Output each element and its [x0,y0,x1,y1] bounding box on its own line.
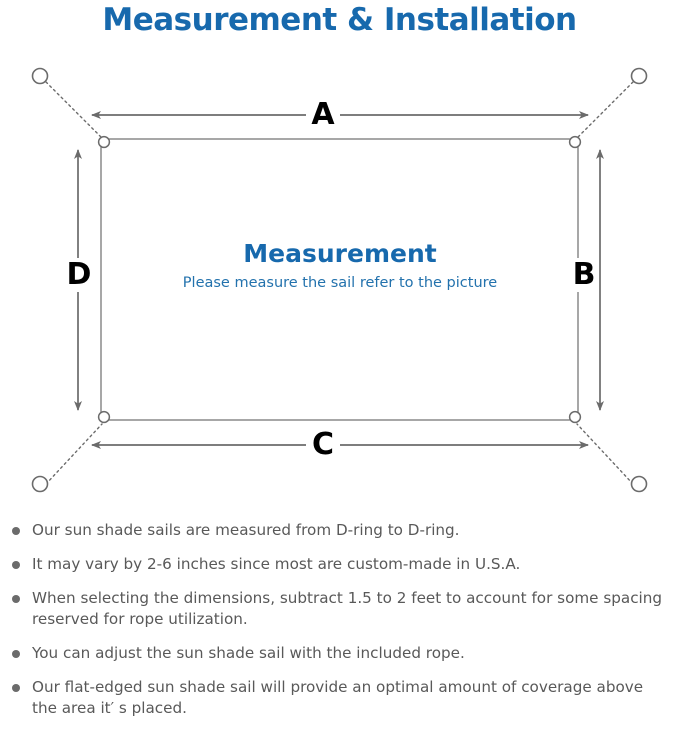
anchor-ropes [45,81,634,485]
note-text: It may vary by 2-6 inches since most are… [32,555,521,573]
bullet-icon [12,684,20,692]
anchor-circles [31,67,648,493]
d-ring-top-left [97,135,111,149]
rope-bottom-left [45,423,103,485]
d-rings [97,135,582,424]
bullet-icon [12,527,20,535]
diagram-svg [31,67,648,493]
dimension-label-b: B [570,258,598,292]
list-item: You can adjust the sun shade sail with t… [4,643,665,664]
list-item: It may vary by 2-6 inches since most are… [4,554,665,575]
dimension-label-d: D [62,258,96,292]
rope-top-left [45,81,103,139]
bullet-icon [12,561,20,569]
dimension-arrows [74,111,604,449]
rope-bottom-right [576,423,634,485]
dimension-label-c: C [306,428,340,462]
list-item: Our sun shade sails are measured from D-… [4,520,665,541]
sail-rectangle [100,138,579,421]
d-ring-top-right [568,135,582,149]
note-text: When selecting the dimensions, subtract … [32,589,663,628]
anchor-circle-top-right [630,67,648,85]
note-text: Our sun shade sails are measured from D-… [32,521,460,539]
sail-measurement-diagram: Measurement Please measure the sail refe… [0,46,679,516]
rope-top-right [576,81,634,139]
anchor-circle-bottom-left [31,475,49,493]
note-text: Our flat-edged sun shade sail will provi… [32,678,644,717]
bullet-icon [12,650,20,658]
note-text: You can adjust the sun shade sail with t… [32,644,465,662]
list-item: Our flat-edged sun shade sail will provi… [4,677,665,719]
list-item: When selecting the dimensions, subtract … [4,588,665,630]
page-title: Measurement & Installation [102,2,577,38]
d-ring-bottom-right [568,410,582,424]
bullet-icon [12,595,20,603]
dimension-label-a: A [306,98,340,132]
anchor-circle-top-left [31,67,49,85]
anchor-circle-bottom-right [630,475,648,493]
notes-list: Our sun shade sails are measured from D-… [0,520,679,739]
d-ring-bottom-left [97,410,111,424]
